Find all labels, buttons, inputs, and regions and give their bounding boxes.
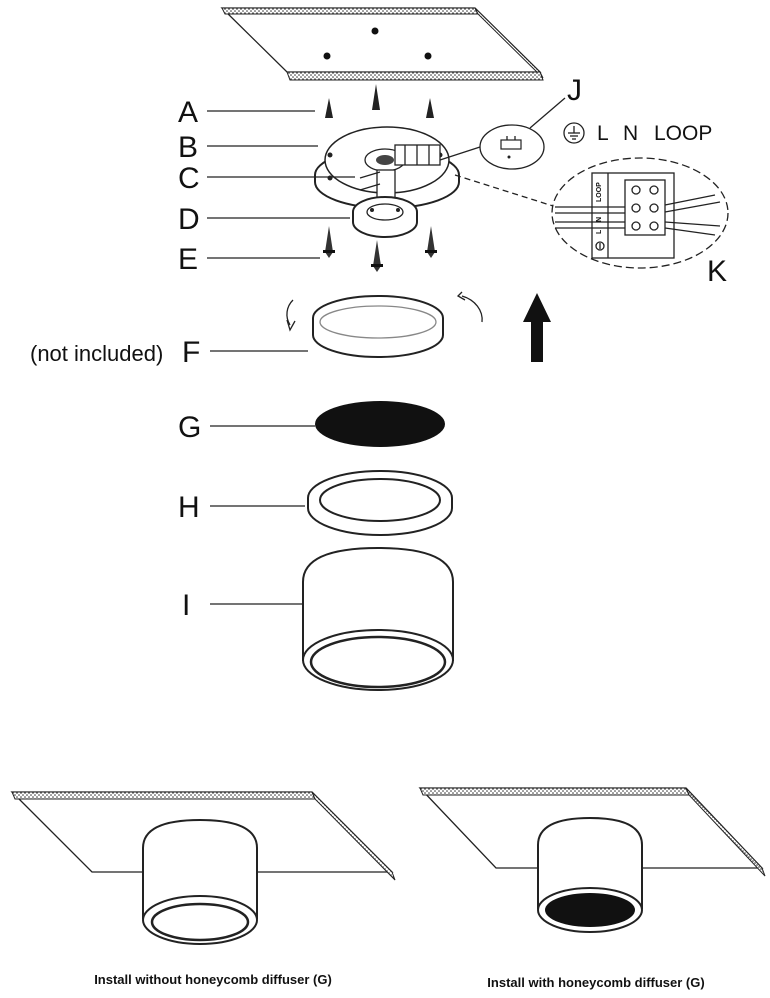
terminal-loop-label: LOOP	[596, 182, 603, 202]
label-a: A	[178, 96, 198, 129]
terminal-l: L	[597, 122, 609, 145]
ceiling-panel	[220, 7, 544, 81]
screws	[323, 226, 437, 272]
earth-ground-icon	[563, 122, 585, 144]
label-e: E	[178, 243, 198, 276]
leader-lines	[207, 110, 355, 605]
terminal-loop: LOOP	[654, 122, 712, 145]
light-unit	[286, 291, 483, 358]
caption-with-diffuser: Install with honeycomb diffuser (G)	[487, 975, 704, 990]
caption-without-diffuser: Install without honeycomb diffuser (G)	[94, 972, 332, 987]
part-labels: A B C D E (not included) F G H I J K	[30, 74, 727, 622]
wall-plugs	[325, 84, 434, 118]
label-k: K	[707, 255, 727, 288]
label-h: H	[178, 491, 200, 524]
terminal-n: N	[623, 122, 638, 145]
terminal-n-label: N	[596, 217, 603, 222]
cylinder-housing	[302, 546, 454, 691]
detail-j	[439, 97, 566, 170]
detail-k: LOOP N L	[454, 157, 729, 269]
mounting-base	[314, 126, 460, 238]
lens-ring	[307, 470, 453, 536]
label-d: D	[178, 203, 200, 236]
up-arrow-icon	[523, 293, 551, 362]
label-c: C	[178, 162, 200, 195]
label-i: I	[182, 589, 190, 622]
honeycomb-diffuser	[315, 401, 445, 447]
label-b: B	[178, 131, 198, 164]
terminal-legend: L N LOOP	[563, 122, 712, 145]
label-f: F	[182, 336, 200, 369]
label-j: J	[567, 74, 582, 107]
install-with-diffuser	[418, 787, 766, 933]
terminal-l-label: L	[596, 229, 603, 234]
install-without-diffuser	[10, 791, 396, 945]
label-f-note: (not included)	[30, 341, 163, 366]
label-g: G	[178, 411, 201, 444]
